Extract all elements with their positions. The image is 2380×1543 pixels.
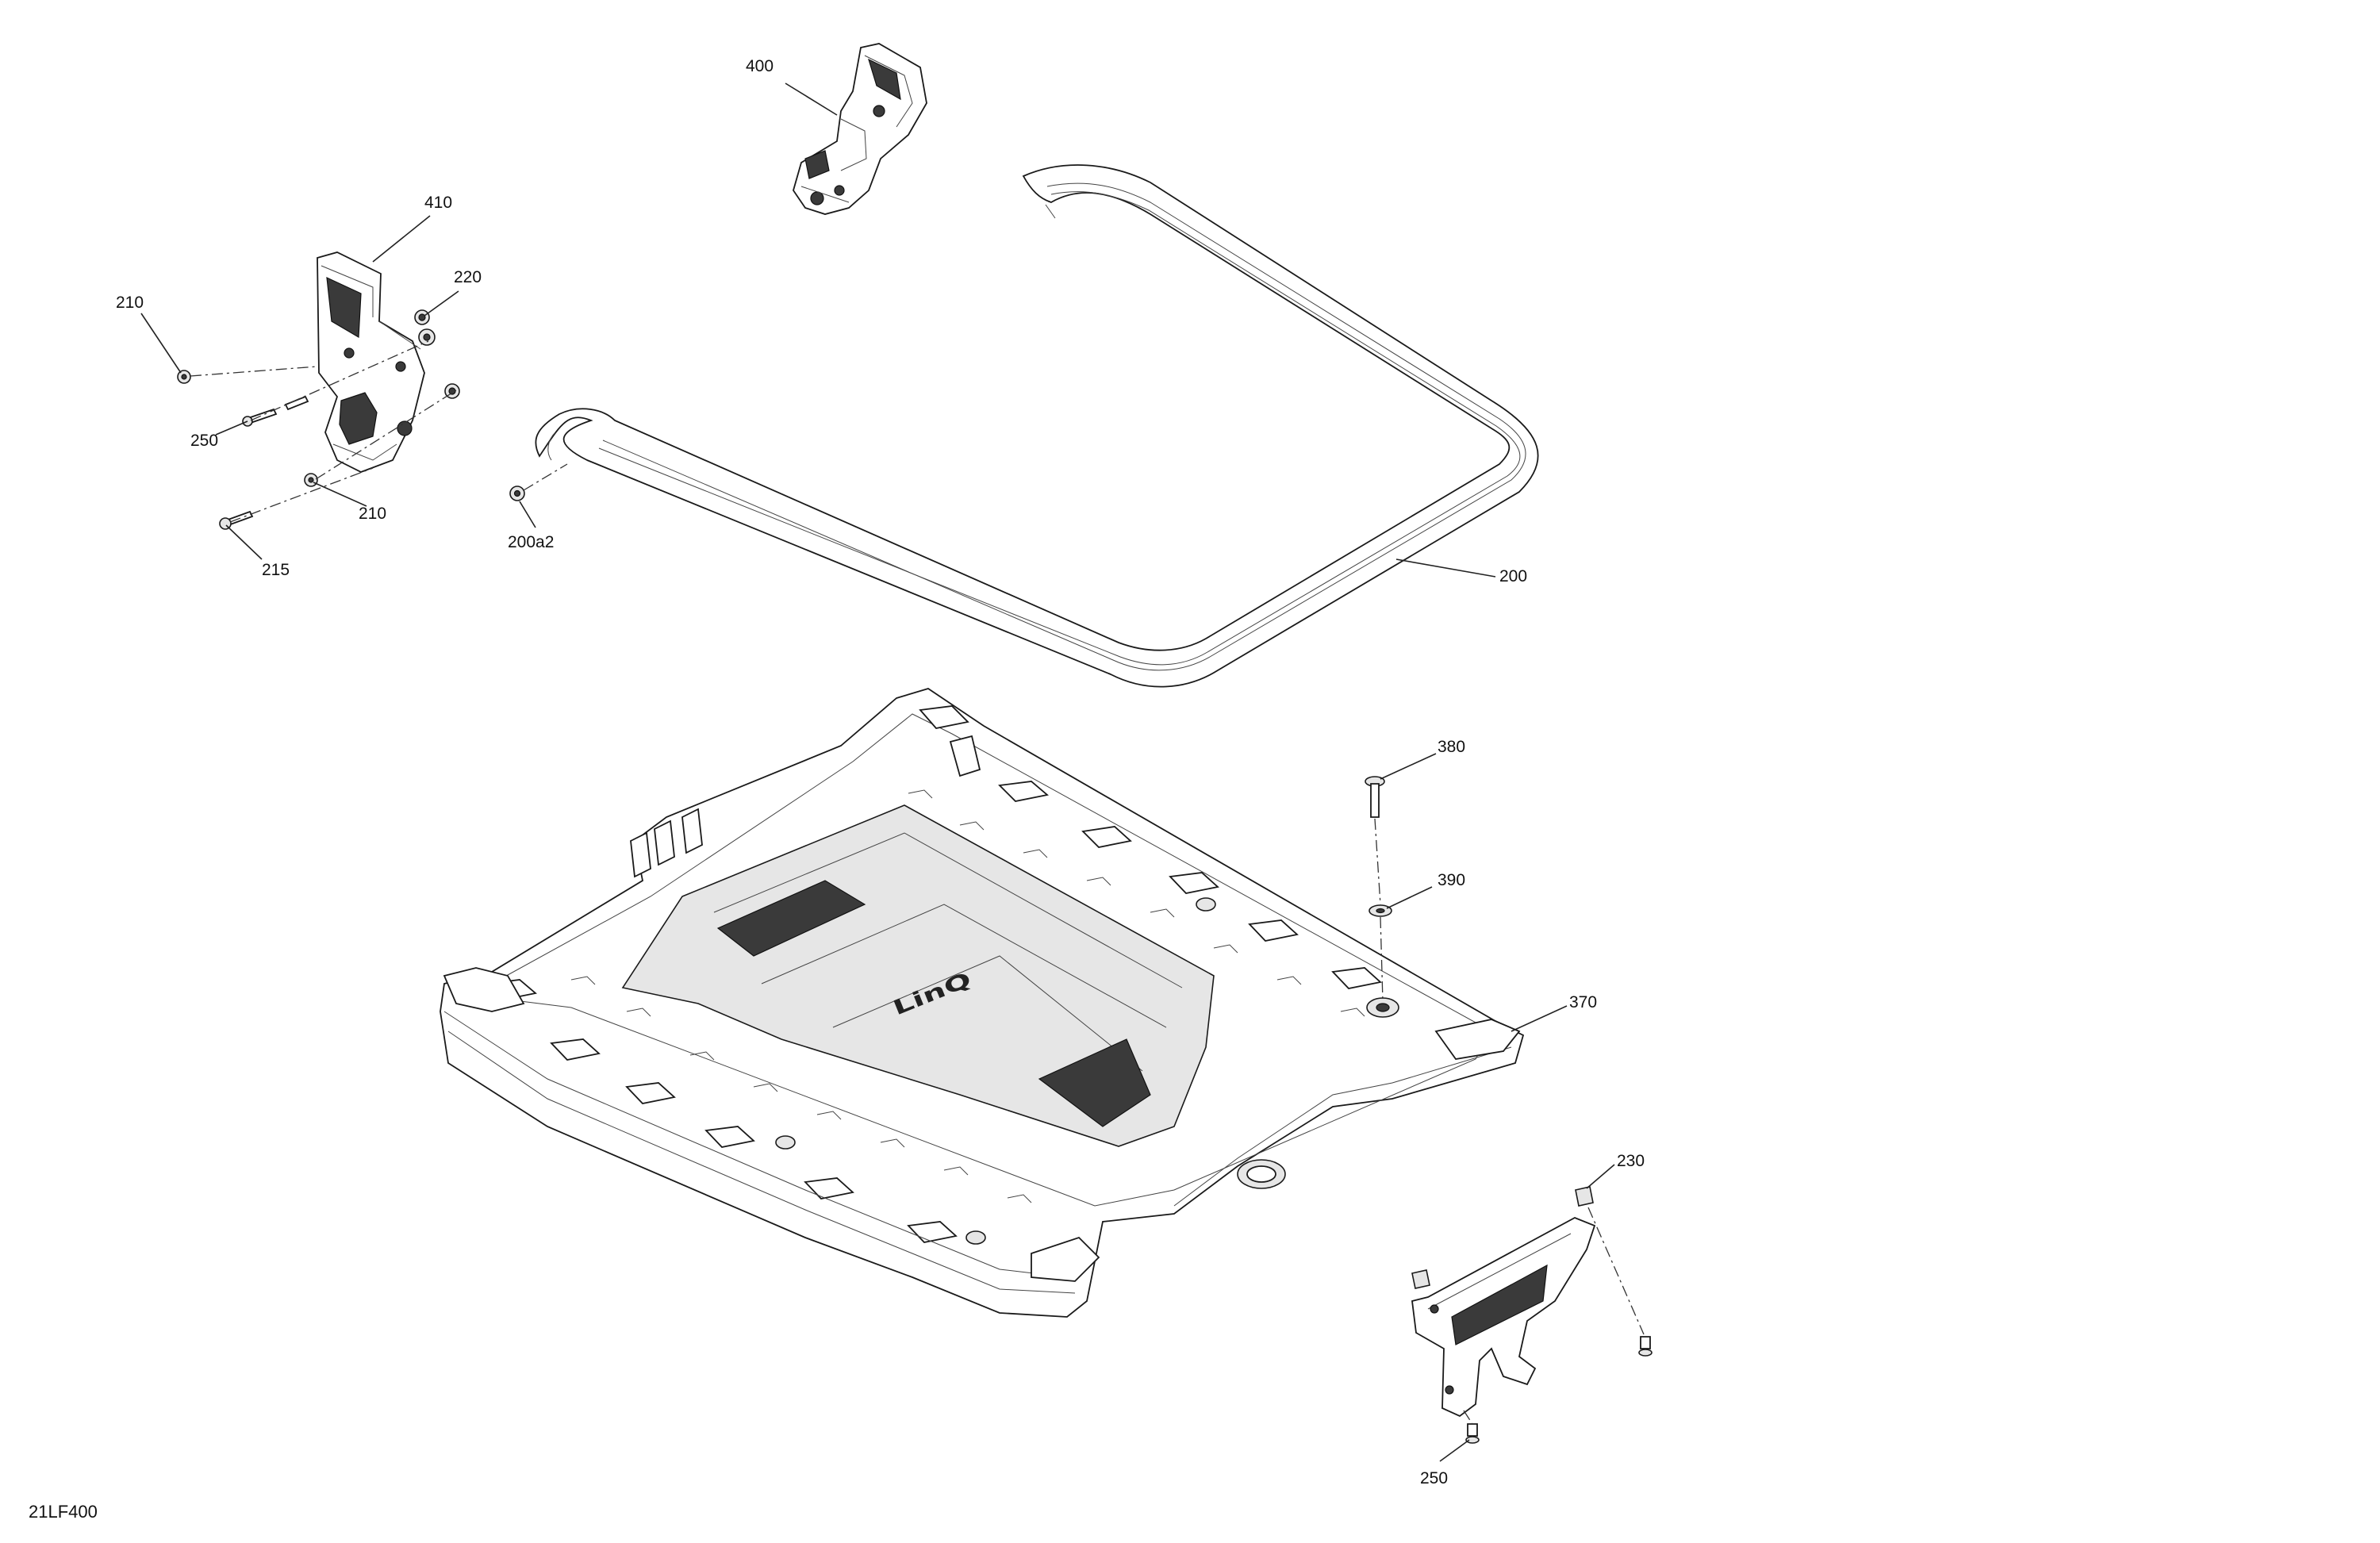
- hardware-250-screws: [242, 395, 309, 427]
- callout-210-top: 210: [116, 294, 144, 312]
- callout-400: 400: [746, 57, 774, 75]
- hardware-210-screw-bottom: [304, 473, 318, 487]
- callout-250-lower: 250: [1420, 1469, 1448, 1487]
- callout-230: 230: [1617, 1152, 1645, 1170]
- callouts: 400 410 220 210 250 210 215 200a2 200 38…: [116, 57, 1645, 1487]
- hardware-230-nut-left: [1411, 1269, 1430, 1289]
- callout-380: 380: [1438, 738, 1465, 756]
- callout-220: 220: [454, 268, 482, 286]
- hardware-230-nut-top: [1575, 1186, 1594, 1207]
- part-370-rack: LinQ: [440, 688, 1525, 1318]
- diagram-code: 21LF400: [29, 1502, 98, 1522]
- callout-370: 370: [1569, 993, 1597, 1011]
- leader-lines: [140, 83, 1615, 1462]
- hardware-210-screw-top: [177, 370, 191, 384]
- callout-200: 200: [1499, 567, 1527, 585]
- callout-200a2: 200a2: [508, 533, 554, 551]
- hardware-250-screw-lower: [1465, 1423, 1480, 1444]
- hardware-200a2-nut: [509, 486, 525, 501]
- part-230-bracket: [1411, 1217, 1596, 1418]
- tie-down-hooks: [570, 789, 1365, 1203]
- part-380-screw: [1365, 776, 1385, 818]
- part-410-bracket: [317, 251, 425, 473]
- part-390-washer: [1368, 904, 1392, 917]
- part-400-bracket: [793, 43, 927, 215]
- hardware-230-screw: [1638, 1336, 1653, 1357]
- callout-215: 215: [262, 561, 290, 579]
- callout-410: 410: [424, 194, 452, 212]
- callout-250-left: 250: [190, 432, 218, 450]
- callout-390: 390: [1438, 871, 1465, 889]
- tie-down-pockets: [486, 705, 1382, 1243]
- callout-210-bottom: 210: [359, 505, 386, 523]
- part-200-rail: [535, 164, 1539, 688]
- hardware-215-bolt: [219, 510, 254, 530]
